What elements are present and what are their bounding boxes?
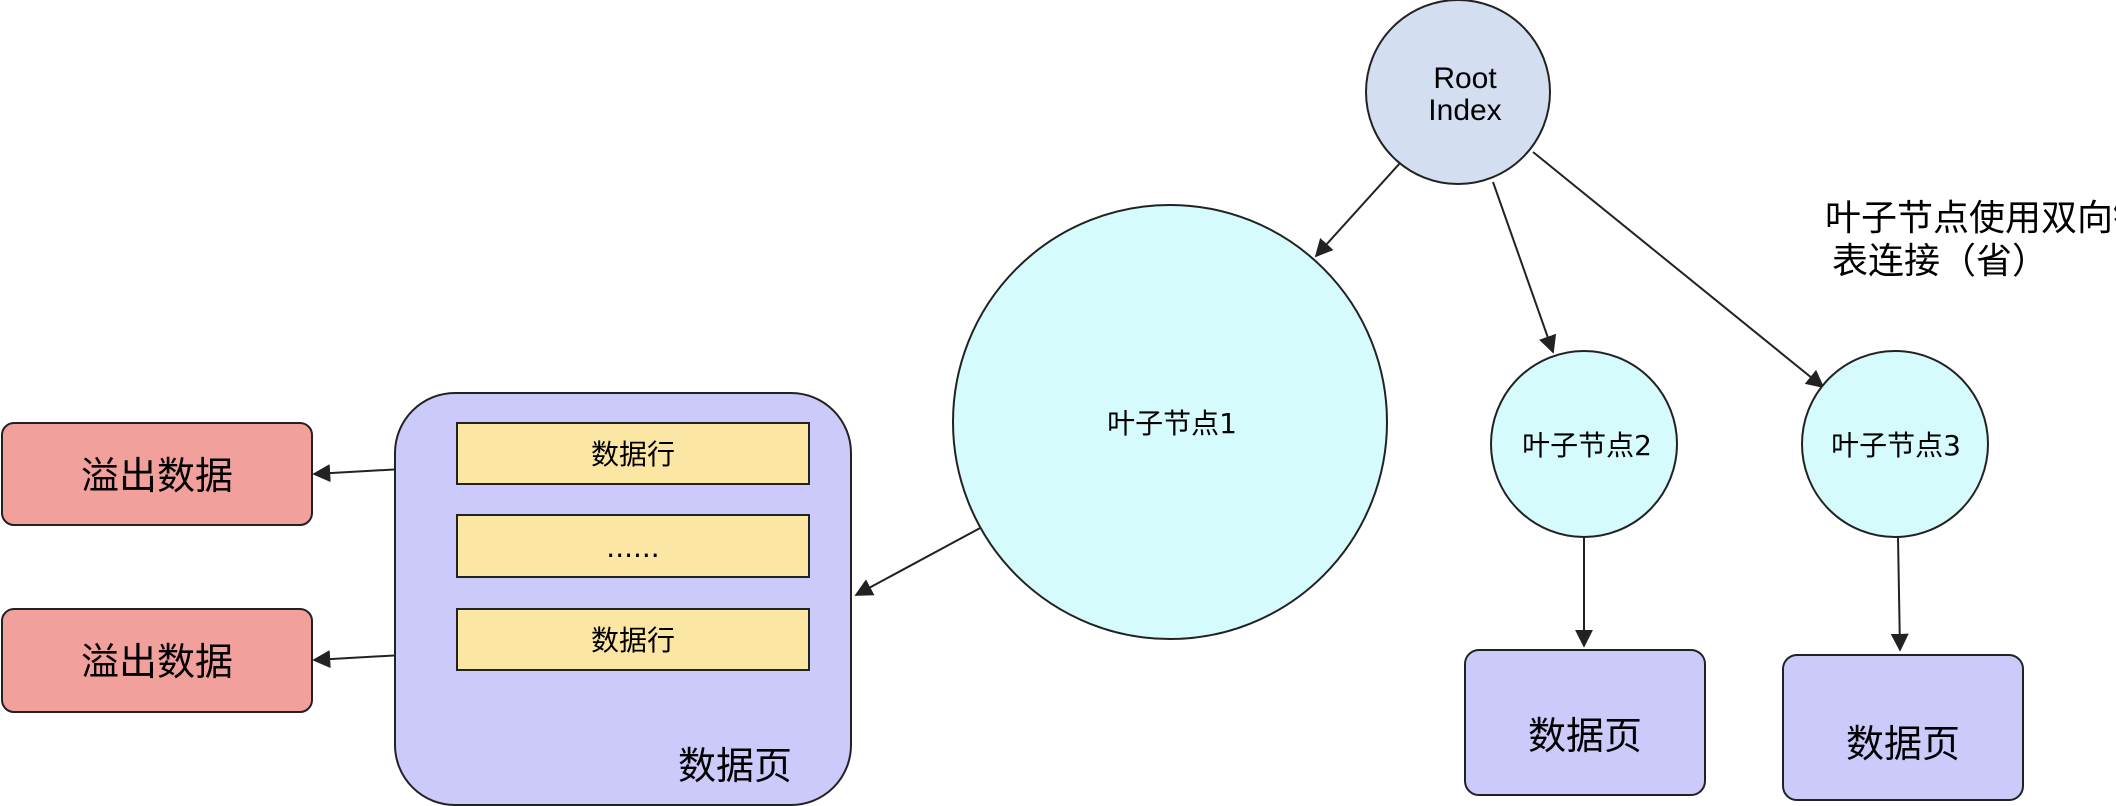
data-page-main: 数据行 ...... 数据行 数据页: [394, 392, 852, 806]
note-line-1: 叶子节点使用双向链: [1825, 198, 2116, 239]
note-line-2: 表连接（省）: [1832, 241, 2048, 282]
data-page-main-label: 数据页: [678, 744, 792, 788]
data-row-3-label: 数据行: [591, 624, 675, 657]
edge-root-to-leaf2: [1492, 181, 1557, 354]
data-page-3: 数据页: [1782, 654, 2024, 801]
leaf-node-3: 叶子节点3: [1801, 350, 1989, 538]
root-label-line2: Index: [1428, 94, 1501, 127]
data-page-3-label: 数据页: [1846, 722, 1960, 766]
data-row-3: 数据行: [456, 608, 810, 671]
data-row-ellipsis: ......: [456, 514, 810, 578]
data-row-1-label: 数据行: [591, 438, 675, 471]
overflow-data-2: 溢出数据: [1, 608, 313, 713]
data-row-1: 数据行: [456, 422, 810, 485]
data-page-2: 数据页: [1464, 649, 1706, 796]
edge-leaf3-to-datapage: [1890, 536, 1909, 652]
leaf-node-1: 叶子节点1: [952, 204, 1388, 640]
overflow-data-2-label: 溢出数据: [81, 640, 233, 684]
leaf3-label: 叶子节点3: [1831, 429, 1961, 462]
edge-root-to-leaf3: [1532, 151, 1825, 389]
leaf2-label: 叶子节点2: [1522, 429, 1652, 462]
overflow-data-1: 溢出数据: [1, 422, 313, 526]
edge-root-to-leaf1: [1314, 162, 1401, 258]
data-page-2-label: 数据页: [1528, 714, 1642, 758]
edge-leaf1-to-datapage: [854, 526, 983, 596]
leaf1-label: 叶子节点1: [1107, 407, 1237, 440]
root-label-line1: Root: [1433, 62, 1497, 95]
data-row-ellipsis-label: ......: [606, 531, 659, 564]
overflow-data-1-label: 溢出数据: [81, 454, 233, 498]
leaf-node-2: 叶子节点2: [1490, 350, 1678, 538]
root-index-node: Root Index: [1365, 0, 1551, 185]
linked-list-note: 叶子节点使用双向链 表连接（省）: [1825, 198, 2116, 282]
